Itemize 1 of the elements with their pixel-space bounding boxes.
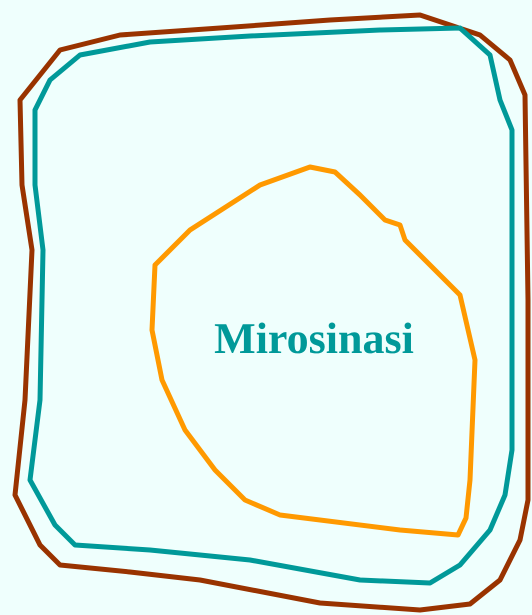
enzyme-label: Mirosinasi <box>213 313 415 364</box>
